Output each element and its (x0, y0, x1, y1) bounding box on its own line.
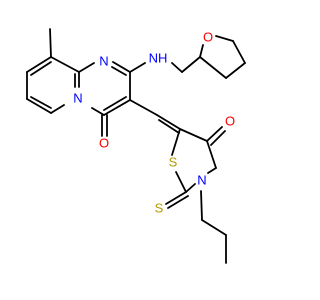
bond (112, 61, 131, 73)
bond (207, 167, 217, 174)
atom-o-thf-label: O (203, 29, 213, 44)
atom-s-ring-label: S (169, 154, 178, 169)
bond (26, 98, 52, 114)
bond (103, 96, 127, 111)
bond-methyl (49, 28, 52, 58)
atom-n-thiazolidine-label: N (197, 172, 206, 187)
bond (175, 171, 187, 193)
bond (232, 40, 246, 64)
bond (129, 99, 158, 116)
bond (50, 104, 65, 114)
bond (103, 99, 131, 116)
bond (91, 107, 105, 116)
bond (199, 56, 227, 79)
bond (199, 44, 204, 58)
bond (206, 126, 223, 142)
bond (129, 62, 146, 73)
bond (50, 56, 80, 73)
bond (171, 128, 181, 156)
atom-n4-label: N (73, 90, 82, 105)
bond (200, 190, 203, 221)
bond (158, 119, 180, 134)
bond (167, 195, 189, 209)
bond (201, 219, 227, 236)
bond (165, 191, 187, 205)
bond (179, 128, 208, 142)
bond-lines (26, 28, 246, 264)
bond (181, 56, 201, 73)
bond (156, 114, 181, 130)
bond (78, 62, 95, 73)
bond (185, 183, 196, 193)
bond (225, 62, 246, 79)
atom-nh-label: NH (149, 50, 168, 65)
bond (171, 62, 183, 73)
bond (206, 140, 217, 169)
atom-o-carbonyl-label: O (99, 135, 109, 150)
bond (26, 56, 52, 73)
atom-s-thione-label: S (155, 200, 164, 215)
bond (30, 61, 52, 76)
bond (111, 66, 127, 76)
bond (30, 96, 52, 109)
bond (210, 130, 226, 146)
bond (215, 35, 234, 42)
molecule-structure: N N NH O O S S N O (26, 28, 246, 264)
atom-o-thiazolidinone-label: O (225, 113, 235, 128)
atom-labels: N N NH O O S S N O (73, 29, 235, 215)
atom-n1-label: N (99, 53, 108, 68)
